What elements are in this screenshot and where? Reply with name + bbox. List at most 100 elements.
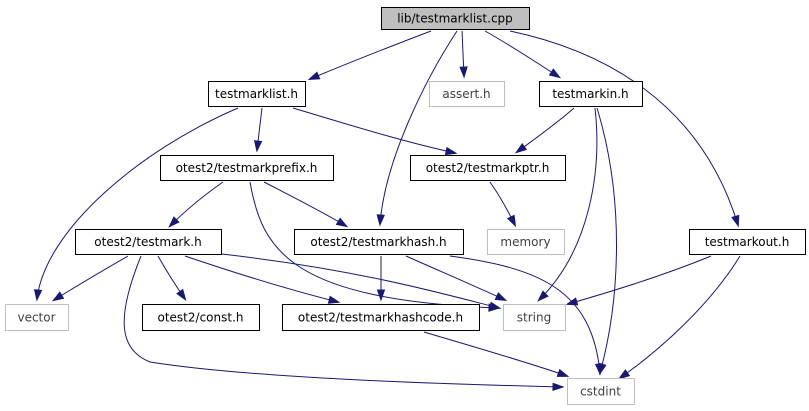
node-cstdint: cstdint bbox=[567, 378, 635, 405]
node-box bbox=[487, 229, 565, 255]
arrowhead bbox=[168, 216, 180, 228]
edge-root-to-testmarkhash_h bbox=[376, 30, 458, 227]
edge-root-to-testmarklist_h bbox=[307, 30, 432, 80]
edge-testmarkout_h-to-cstdint bbox=[617, 255, 741, 380]
node-label: testmarklist.h bbox=[215, 87, 298, 101]
node-testmarkptr-h[interactable]: otest2/testmarkptr.h bbox=[410, 155, 566, 181]
node-testmarkprefix-h[interactable]: otest2/testmarkprefix.h bbox=[160, 155, 334, 181]
node-label: assert.h bbox=[442, 87, 490, 101]
node-testmarklist-h[interactable]: testmarklist.h bbox=[208, 81, 306, 107]
node-string: string bbox=[503, 304, 566, 331]
node-assert-h: assert.h bbox=[429, 81, 505, 107]
edge-root-to-testmarkout_h bbox=[509, 30, 740, 228]
node-label: testmarkin.h bbox=[552, 87, 628, 101]
edge-testmarkout_h-to-string bbox=[565, 255, 712, 306]
edge-line bbox=[516, 107, 575, 153]
node-label: memory bbox=[500, 235, 550, 249]
arrowhead bbox=[335, 217, 349, 228]
node-testmark-h[interactable]: otest2/testmark.h bbox=[75, 229, 222, 255]
edge-line bbox=[509, 30, 739, 226]
arrowhead bbox=[552, 382, 565, 391]
arrowhead bbox=[51, 291, 65, 302]
edge-line bbox=[123, 255, 563, 388]
edge-testmarklist_h-to-testmarkprefix_h bbox=[253, 107, 263, 153]
edge-testmark_h-to-testmarkhashcode_h bbox=[184, 255, 341, 304]
arrowhead bbox=[506, 214, 517, 228]
arrowhead bbox=[444, 146, 458, 156]
edge-testmarklist_h-to-vector bbox=[33, 107, 239, 302]
edge-testmarkprefix_h-to-testmark_h bbox=[168, 181, 224, 228]
node-label: vector bbox=[17, 311, 55, 325]
edge-testmarkin_h-to-cstdint bbox=[596, 107, 617, 376]
edge-testmarkptr_h-to-memory bbox=[489, 181, 517, 228]
node-memory: memory bbox=[487, 229, 565, 255]
arrowhead bbox=[494, 292, 508, 302]
node-box bbox=[75, 229, 222, 255]
edge-line bbox=[619, 255, 741, 379]
edge-line bbox=[184, 255, 339, 303]
edge-testmarkhash_h-to-string bbox=[405, 255, 508, 302]
edge-line bbox=[484, 30, 560, 78]
node-vector: vector bbox=[5, 304, 69, 331]
node-label: otest2/testmarkhash.h bbox=[310, 235, 446, 249]
arrowhead bbox=[731, 214, 740, 228]
arrowhead bbox=[488, 301, 502, 310]
node-const-h[interactable]: otest2/const.h bbox=[142, 304, 260, 331]
arrowhead bbox=[556, 368, 570, 377]
edge-line bbox=[36, 107, 239, 300]
node-testmarkhashcode-h[interactable]: otest2/testmarkhashcode.h bbox=[282, 304, 480, 331]
arrowhead bbox=[253, 140, 263, 153]
node-label: cstdint bbox=[580, 385, 621, 399]
edge-testmarkhash_h-to-testmarkhashcode_h bbox=[376, 256, 386, 302]
node-box bbox=[160, 155, 334, 181]
node-label: otest2/testmarkprefix.h bbox=[176, 161, 318, 175]
node-root[interactable]: lib/testmarklist.cpp bbox=[381, 7, 530, 30]
node-box bbox=[539, 81, 643, 107]
arrowhead bbox=[459, 66, 468, 79]
node-label: string bbox=[517, 311, 551, 325]
arrowhead bbox=[617, 369, 631, 380]
edge-testmarkin_h-to-testmarkptr_h bbox=[514, 107, 575, 154]
edge-testmarklist_h-to-testmarkptr_h bbox=[292, 107, 458, 156]
edge-root-to-assert_h bbox=[459, 30, 468, 79]
edge-line bbox=[53, 255, 129, 301]
edge-line bbox=[263, 181, 347, 227]
node-box bbox=[294, 229, 464, 255]
nodes-layer: lib/testmarklist.cpp testmarklist.h assert… bbox=[5, 7, 806, 405]
edge-line bbox=[249, 181, 499, 309]
node-label: otest2/testmark.h bbox=[94, 235, 201, 249]
node-testmarkin-h[interactable]: testmarkin.h bbox=[539, 81, 643, 107]
arrowhead bbox=[33, 289, 43, 302]
node-label: otest2/testmarkhashcode.h bbox=[298, 311, 463, 325]
node-box bbox=[689, 229, 806, 255]
node-box bbox=[208, 81, 306, 107]
arrowhead bbox=[548, 68, 562, 79]
edge-line bbox=[405, 255, 506, 301]
edge-testmarkhash_h-to-cstdint bbox=[449, 255, 604, 376]
arrowhead bbox=[565, 297, 579, 306]
edges-layer bbox=[33, 30, 741, 391]
node-label: lib/testmarklist.cpp bbox=[397, 12, 513, 26]
node-box bbox=[142, 304, 260, 331]
node-testmarkhash-h[interactable]: otest2/testmarkhash.h bbox=[294, 229, 464, 255]
edge-testmark_h-to-cstdint bbox=[123, 255, 565, 391]
node-label: testmarkout.h bbox=[705, 235, 790, 249]
edge-testmark_h-to-const_h bbox=[157, 255, 187, 302]
node-box bbox=[429, 81, 505, 107]
edge-line bbox=[596, 107, 617, 374]
arrowhead bbox=[537, 290, 549, 302]
edge-line bbox=[538, 107, 598, 301]
edge-testmarkprefix_h-to-testmarkhash_h bbox=[263, 181, 349, 228]
arrowhead bbox=[376, 214, 385, 227]
edge-line bbox=[449, 255, 601, 374]
edge-line bbox=[567, 255, 712, 305]
node-label: otest2/const.h bbox=[158, 311, 244, 325]
edge-line bbox=[221, 253, 500, 309]
node-testmarkout-h[interactable]: testmarkout.h bbox=[689, 229, 806, 255]
node-box bbox=[503, 304, 566, 331]
arrowhead bbox=[307, 71, 321, 80]
edge-line bbox=[309, 30, 432, 80]
arrowhead bbox=[176, 288, 187, 302]
arrowhead bbox=[376, 289, 386, 302]
